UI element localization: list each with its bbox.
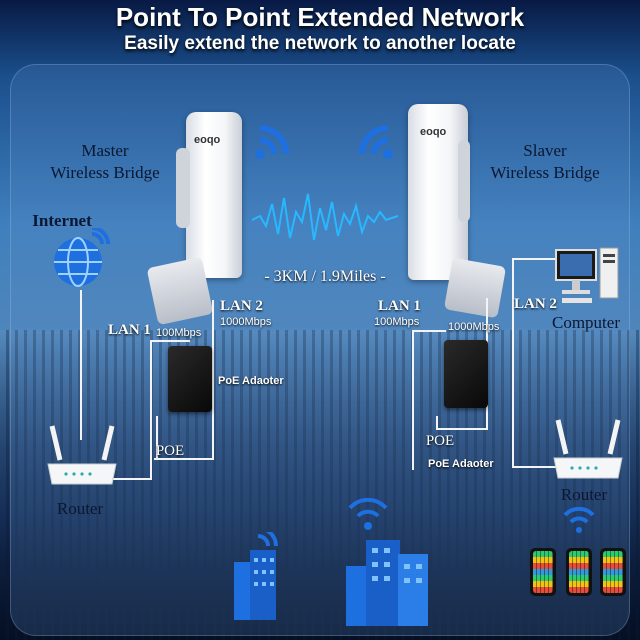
slaver-label-line2: Wireless Bridge (490, 163, 600, 182)
left-lan2-speed: 1000Mbps (220, 316, 272, 328)
master-label-line2: Wireless Bridge (50, 163, 160, 182)
right-computer-top-wire (512, 258, 560, 260)
left-lan1-label: LAN 1 (108, 322, 151, 338)
lan1-down-wire (150, 340, 152, 478)
left-lan1-speed: 100Mbps (156, 327, 202, 339)
phone-icon-3 (600, 548, 626, 596)
master-brand-logo: eoqo (194, 134, 221, 146)
right-lan2-speed: 1000Mbps (448, 321, 500, 333)
right-router-wire (512, 466, 556, 468)
right-lan2-label: LAN 2 (514, 296, 557, 312)
lan1-top-wire (150, 340, 190, 342)
phone-icon-1 (530, 548, 556, 596)
lan2-down-wire (212, 300, 214, 460)
left-lan2-label: LAN 2 (220, 298, 263, 314)
right-poe-label: POE (425, 433, 455, 449)
right-router-icon (553, 419, 623, 479)
slaver-mount-bracket (443, 257, 507, 319)
left-router-label: Router (56, 499, 104, 518)
large-building-icon (346, 497, 428, 626)
right-lan1-label: LAN 1 (378, 298, 421, 314)
right-poe-left-wire (436, 416, 438, 430)
master-wifi-icon (255, 125, 289, 159)
right-router-wifi-icon (563, 506, 595, 533)
phone-icon-2 (566, 548, 592, 596)
right-computer-wire (512, 258, 514, 468)
left-poe-label: POE (155, 443, 185, 459)
right-router-label: Router (560, 485, 608, 504)
master-mount-bracket (146, 256, 214, 326)
right-poe-adapter-label: PoE Adaoter (428, 458, 494, 470)
master-bridge-device: eoqo (186, 112, 242, 278)
right-poe-adapter (444, 340, 488, 408)
poe-left-wire (156, 416, 158, 460)
left-router-icon (47, 425, 117, 485)
right-lan1-top-wire (412, 330, 446, 332)
computer-label: Computer (552, 313, 620, 332)
slaver-label: Slaver Wireless Bridge (470, 140, 620, 184)
page-title: Point To Point Extended Network (115, 2, 525, 32)
internet-label: Internet (32, 211, 92, 230)
computer-icon (555, 247, 619, 303)
page-subtitle: Easily extend the network to another loc… (124, 33, 516, 54)
right-poe-bottom-wire (436, 428, 486, 430)
slaver-wifi-icon (359, 125, 393, 159)
distance-label: - 3KM / 1.9Miles - (264, 268, 386, 285)
master-label: Master Wireless Bridge (30, 140, 180, 184)
left-poe-adapter-label: PoE Adaoter (218, 375, 284, 387)
master-pole-clamp (176, 148, 190, 228)
globe-icon (54, 228, 110, 287)
master-label-line1: Master (81, 141, 129, 160)
slaver-pole-clamp (458, 140, 470, 222)
left-poe-adapter (168, 346, 212, 412)
right-lan1-down-wire (412, 330, 414, 470)
small-building-icon (234, 532, 278, 620)
diagram-panel (10, 64, 630, 636)
router-to-lan1-wire (106, 478, 152, 480)
poe-bottom-wire (154, 458, 214, 460)
right-lan1-speed: 100Mbps (374, 316, 420, 328)
signal-wave-icon (252, 193, 398, 241)
slaver-label-line1: Slaver (523, 141, 567, 160)
slaver-brand-logo: eoqo (420, 126, 447, 138)
internet-to-router-wire (80, 290, 82, 440)
